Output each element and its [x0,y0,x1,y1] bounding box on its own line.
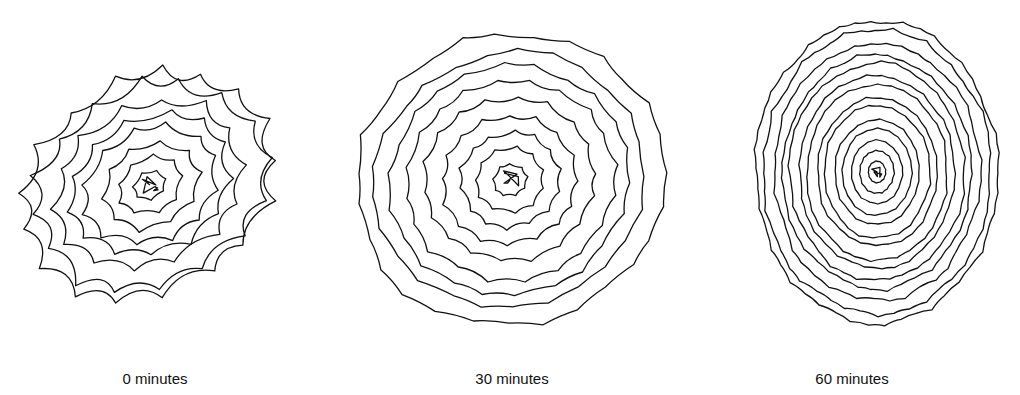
web-ring [868,161,886,183]
web-ring [842,128,913,216]
time-label: 30 minutes [475,370,548,387]
web-ring [493,164,528,196]
web-ring [824,106,930,238]
web-ring [51,100,247,271]
web-ring [807,84,947,262]
web-ring [754,22,999,326]
web-ring [19,65,276,303]
web-ring [102,141,203,233]
web-ring [423,97,596,261]
web-ring [406,80,618,282]
web-ring [133,171,166,201]
web-ring [82,122,218,245]
web-ring [788,61,965,280]
web-ring [443,116,578,246]
web-ring [835,119,919,224]
web-hub [872,167,882,177]
web-ring [781,54,972,291]
web-ring [30,76,272,292]
time-label: 0 minutes [122,370,187,387]
web-ring [799,75,956,269]
web-hub [504,171,519,186]
web-ring [119,154,183,213]
time-label-box: 30 minutes [475,370,548,388]
time-label: 60 minutes [815,370,888,387]
web-ring [860,150,895,193]
web-ring [476,146,544,213]
web-ring [818,97,938,245]
web-ring [459,130,561,230]
web-ring [763,28,991,317]
web-ring [774,43,982,301]
web-ring [372,48,644,307]
web-ring [388,63,630,296]
time-label-box: 60 minutes [815,370,888,388]
web-ring [359,34,667,325]
web-ring [852,140,903,205]
web-hub [142,177,158,193]
time-label-box: 0 minutes [122,370,187,388]
web-ring [67,110,233,255]
